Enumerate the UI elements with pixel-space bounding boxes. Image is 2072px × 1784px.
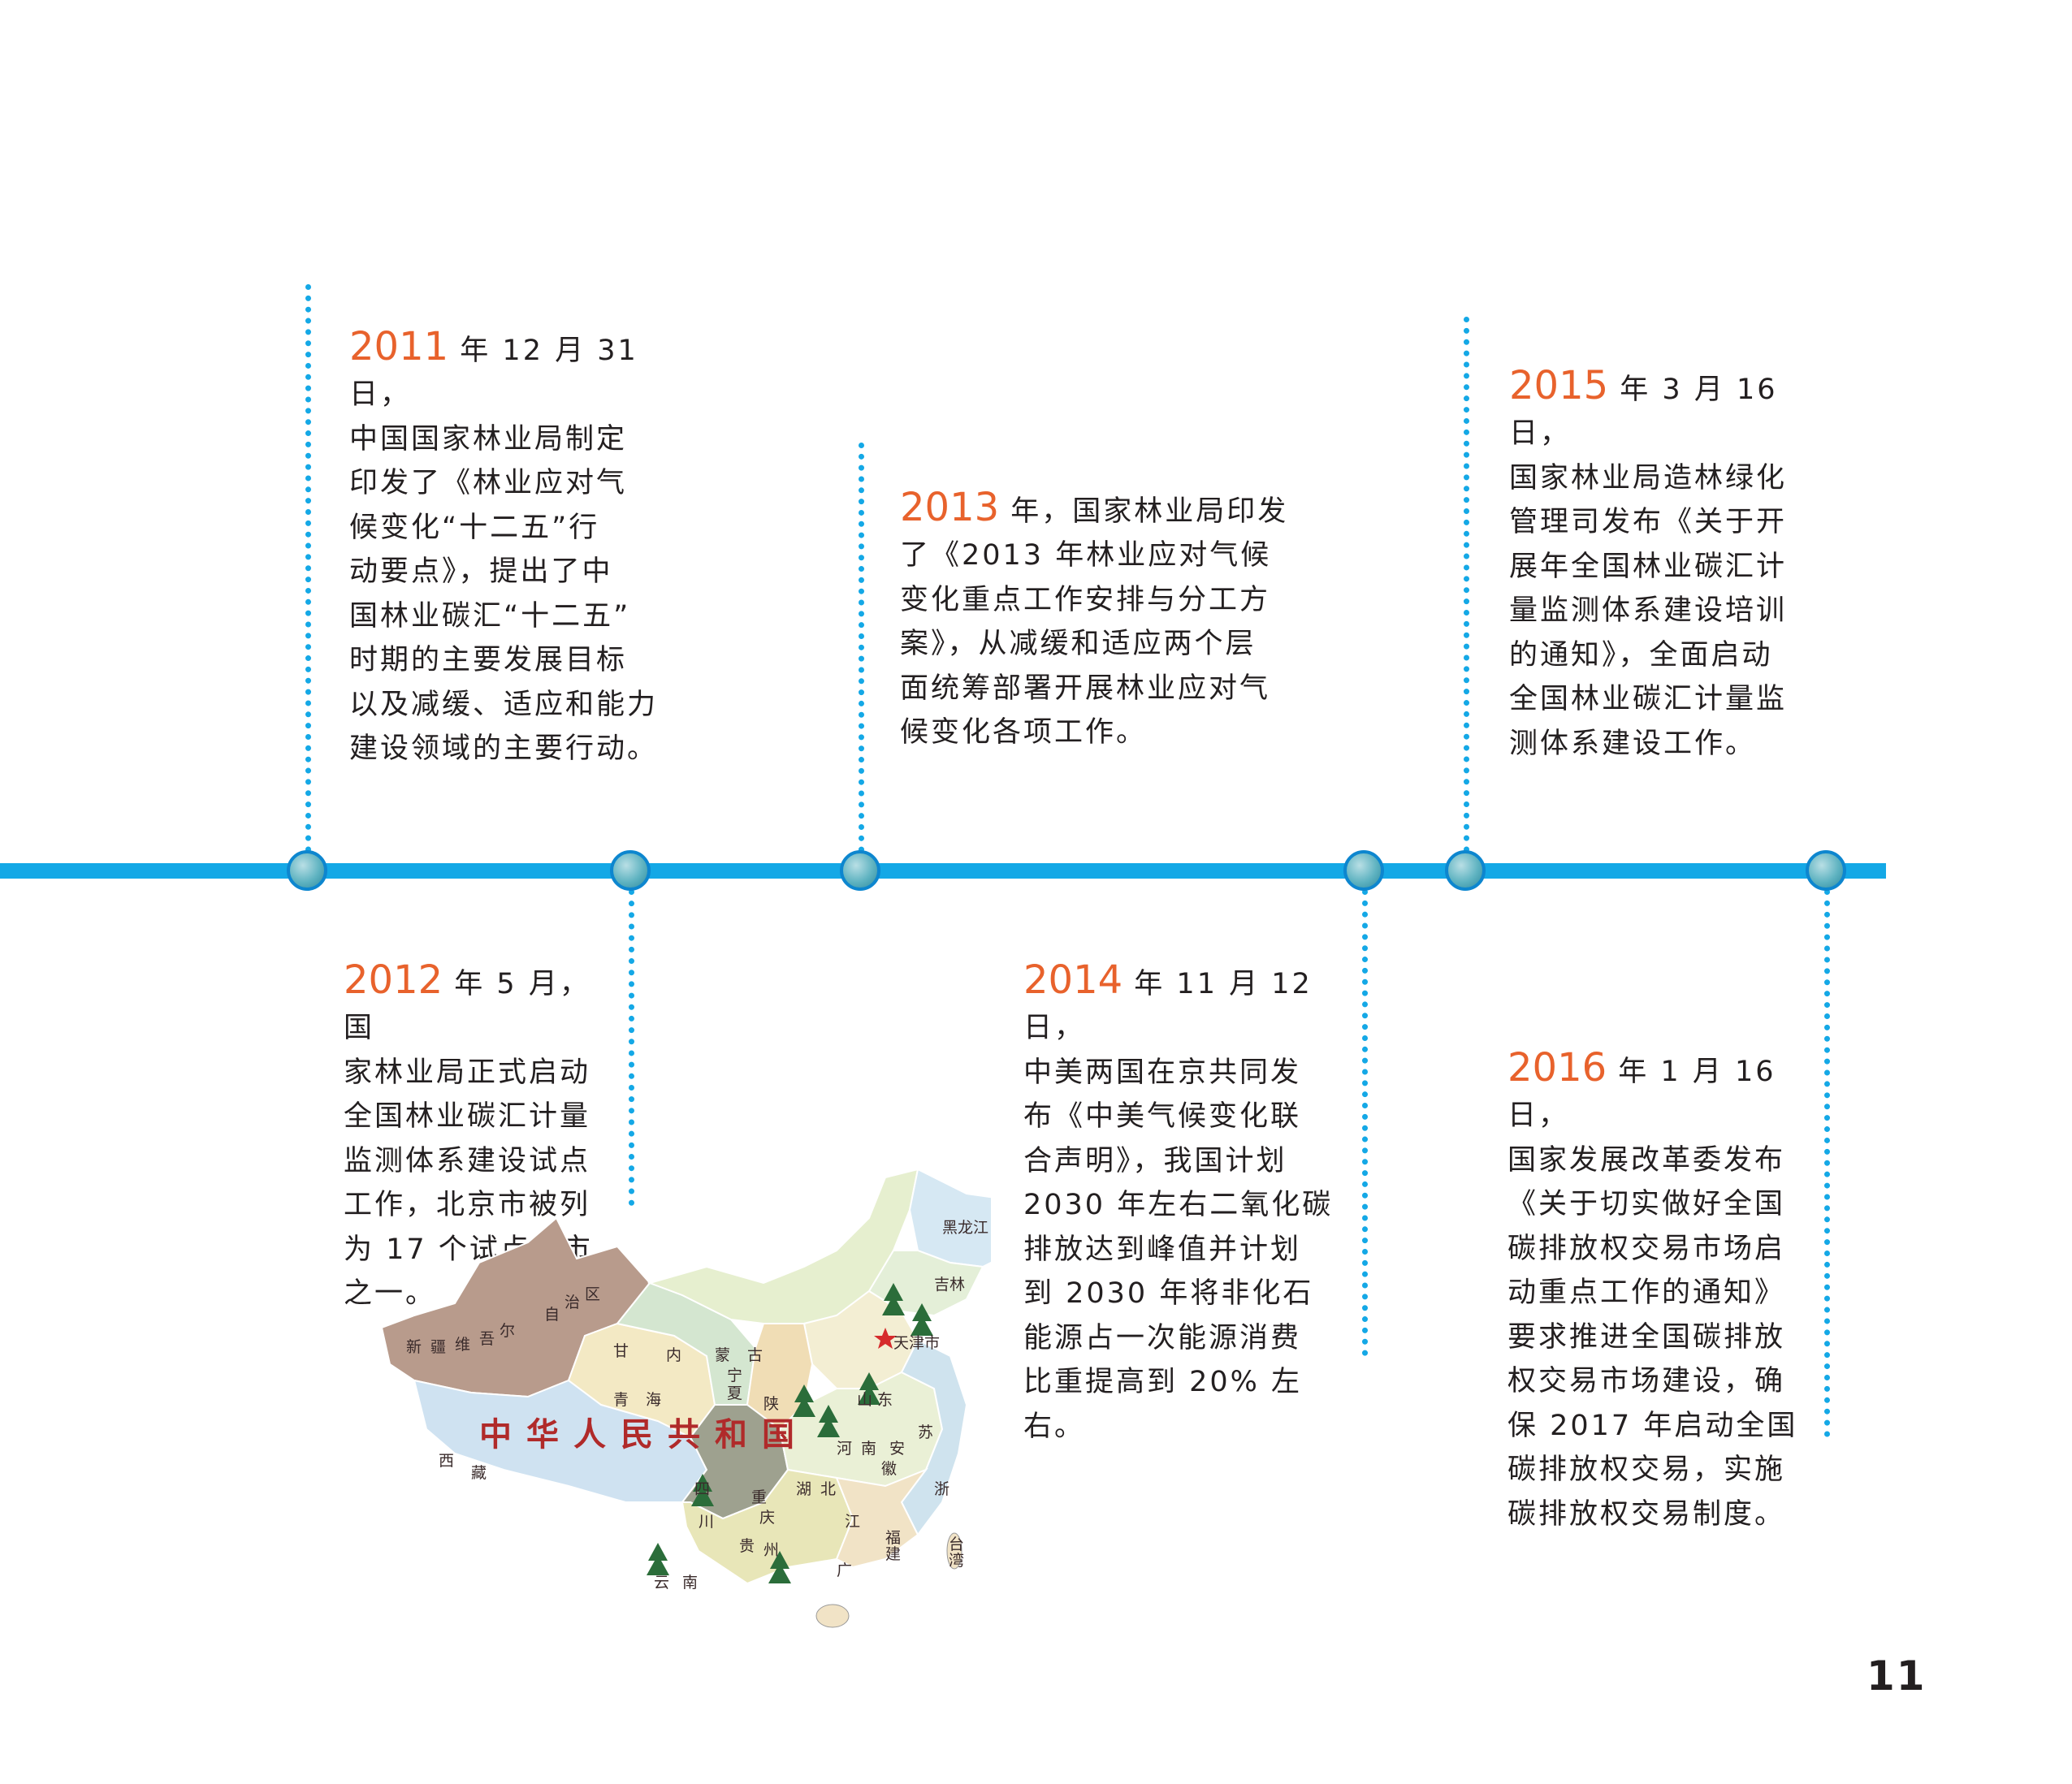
connector-2014 — [1362, 889, 1368, 1356]
map-region-label: 吾 — [479, 1330, 495, 1348]
timeline-entry-2014: 2014 年 11 月 12 日， 中美两国在京共同发 布《中美气候变化联 合声… — [1023, 914, 1356, 1449]
map-region-label: 湾 — [949, 1552, 964, 1570]
map-title: 中华人民共和国 — [479, 1416, 809, 1454]
map-region-label: 山 — [857, 1391, 872, 1409]
entry-year: 2016 — [1507, 1044, 1607, 1091]
map-region-label: 维 — [455, 1336, 470, 1354]
connector-2011 — [305, 284, 311, 853]
map-region-label: 吉林 — [934, 1276, 965, 1294]
timeline-node-2012 — [610, 850, 651, 891]
timeline-node-2014 — [1343, 850, 1384, 891]
connector-2015 — [1464, 317, 1469, 853]
timeline-entry-2012: 2012 年 5 月，国 家林业局正式启动 全国林业碳汇计量 监测体系建设试点 … — [344, 914, 620, 1316]
region-taiwan — [946, 1532, 962, 1570]
map-region-label: 尔 — [500, 1322, 515, 1340]
region-south — [835, 1467, 928, 1569]
timeline-entry-2011: 2011 年 12 月 31 日， 中国国家林业局制定 印发了《林业应对气 候变… — [349, 280, 690, 771]
map-region-label: 浙 — [934, 1480, 949, 1498]
entry-text: 年 3 月 16 日， 国家林业局造林绿化 管理司发布《关于开 展年全国林业碳汇… — [1509, 373, 1788, 760]
map-region-label: 西 — [439, 1452, 454, 1470]
map-region-label: 湖 — [796, 1480, 811, 1498]
entry-year: 2015 — [1509, 362, 1609, 408]
map-region-label: 北 — [820, 1480, 836, 1498]
page-number: 11 — [1867, 1652, 1927, 1700]
entry-year: 2011 — [349, 323, 449, 369]
map-region-label: 南 — [682, 1574, 698, 1592]
map-region-label: 台 — [949, 1536, 964, 1553]
region-hainan — [815, 1604, 850, 1628]
map-region-label: 新 — [406, 1338, 422, 1356]
map-region-label: 自 — [544, 1306, 560, 1324]
map-region-label: 藏 — [471, 1464, 487, 1482]
timeline-node-2015 — [1445, 850, 1486, 891]
map-region-label: 建 — [885, 1545, 901, 1563]
map-region-label: 庆 — [759, 1509, 775, 1527]
map-labels: 黑龙江 吉林 内 蒙 古 自 治 区 新 疆 维 吾 尔 甘 青 海 西 藏 四… — [406, 1219, 988, 1592]
entry-text: 年 5 月，国 家林业局正式启动 全国林业碳汇计量 监测体系建设试点 工作，北京… — [344, 967, 591, 1311]
timeline-bar — [0, 863, 1886, 879]
map-region-label: 古 — [747, 1346, 763, 1364]
map-region-label: 蒙 — [715, 1346, 730, 1364]
map-region-label: 川 — [699, 1513, 714, 1531]
entry-text: 年 11 月 12 日， 中美两国在京共同发 布《中美气候变化联 合声明》，我国… — [1023, 967, 1334, 1443]
entry-year: 2012 — [344, 957, 443, 1003]
tree-icon — [647, 1283, 933, 1583]
map-region-label: 海 — [646, 1391, 661, 1409]
map-region-label: 治 — [565, 1294, 580, 1311]
map-region-label: 青 — [613, 1391, 629, 1409]
map-region-label: 贵 — [739, 1537, 755, 1555]
entry-year: 2014 — [1023, 957, 1123, 1003]
map-region-label: 州 — [763, 1541, 779, 1559]
map-region-label: 内 — [666, 1346, 681, 1364]
map-region-label: 东 — [877, 1391, 893, 1409]
map-region-label: 徽 — [881, 1460, 897, 1478]
map-region-label: 福 — [885, 1529, 901, 1547]
timeline-entry-2016: 2016 年 1 月 16 日， 国家发展改革委发布 《关于切实做好全国 碳排放… — [1507, 1001, 1824, 1536]
map-region-label: 天津市 — [893, 1334, 940, 1352]
map-region-label: 区 — [585, 1285, 600, 1303]
timeline-entry-2015: 2015 年 3 月 16 日， 国家林业局造林绿化 管理司发布《关于开 展年全… — [1509, 319, 1850, 766]
map-region-label: 安 — [889, 1440, 905, 1458]
map-region-label: 夏 — [727, 1384, 742, 1402]
map-region-label: 黑龙江 — [942, 1219, 988, 1237]
map-region-label: 苏 — [918, 1423, 933, 1441]
map-region-label: 南 — [861, 1440, 876, 1458]
connector-2012 — [629, 889, 634, 1206]
entry-text: 年 12 月 31 日， 中国国家林业局制定 印发了《林业应对气 候变化“十二五… — [349, 334, 659, 766]
map-region-label: 陕 — [763, 1395, 779, 1413]
map-region-label: 河 — [837, 1440, 852, 1458]
map-region-label: 疆 — [430, 1338, 446, 1356]
connector-2013 — [859, 443, 864, 853]
connector-2016 — [1824, 889, 1830, 1437]
timeline-entry-2013: 2013 年，国家林业局印发 了《2013 年林业应对气候 变化重点工作安排与分… — [900, 441, 1290, 755]
map-region-label: 甘 — [613, 1342, 629, 1360]
map-region-label: 宁 — [727, 1367, 742, 1384]
map-region-label: 广 — [837, 1562, 852, 1579]
timeline-node-2013 — [840, 850, 880, 891]
region-east-coast — [900, 1338, 968, 1536]
map-region-label: 重 — [751, 1488, 767, 1506]
map-region-label: 四 — [694, 1480, 710, 1498]
china-map: 中华人民共和国 黑龙江 吉林 内 蒙 古 自 治 区 新 疆 维 吾 尔 甘 青… — [380, 1161, 1025, 1697]
entry-text: 年，国家林业局印发 了《2013 年林业应对气候 变化重点工作安排与分工方 案》… — [900, 495, 1289, 749]
timeline-node-2011 — [287, 850, 327, 891]
entry-text: 年 1 月 16 日， 国家发展改革委发布 《关于切实做好全国 碳排放权交易市场… — [1507, 1055, 1798, 1531]
china-map-svg: 中华人民共和国 黑龙江 吉林 内 蒙 古 自 治 区 新 疆 维 吾 尔 甘 青… — [380, 1168, 1025, 1628]
capital-star-icon — [874, 1328, 897, 1349]
timeline-node-2016 — [1806, 850, 1846, 891]
entry-year: 2013 — [900, 484, 1000, 530]
map-region-label: 云 — [654, 1574, 669, 1592]
map-region-label: 江 — [845, 1513, 860, 1531]
